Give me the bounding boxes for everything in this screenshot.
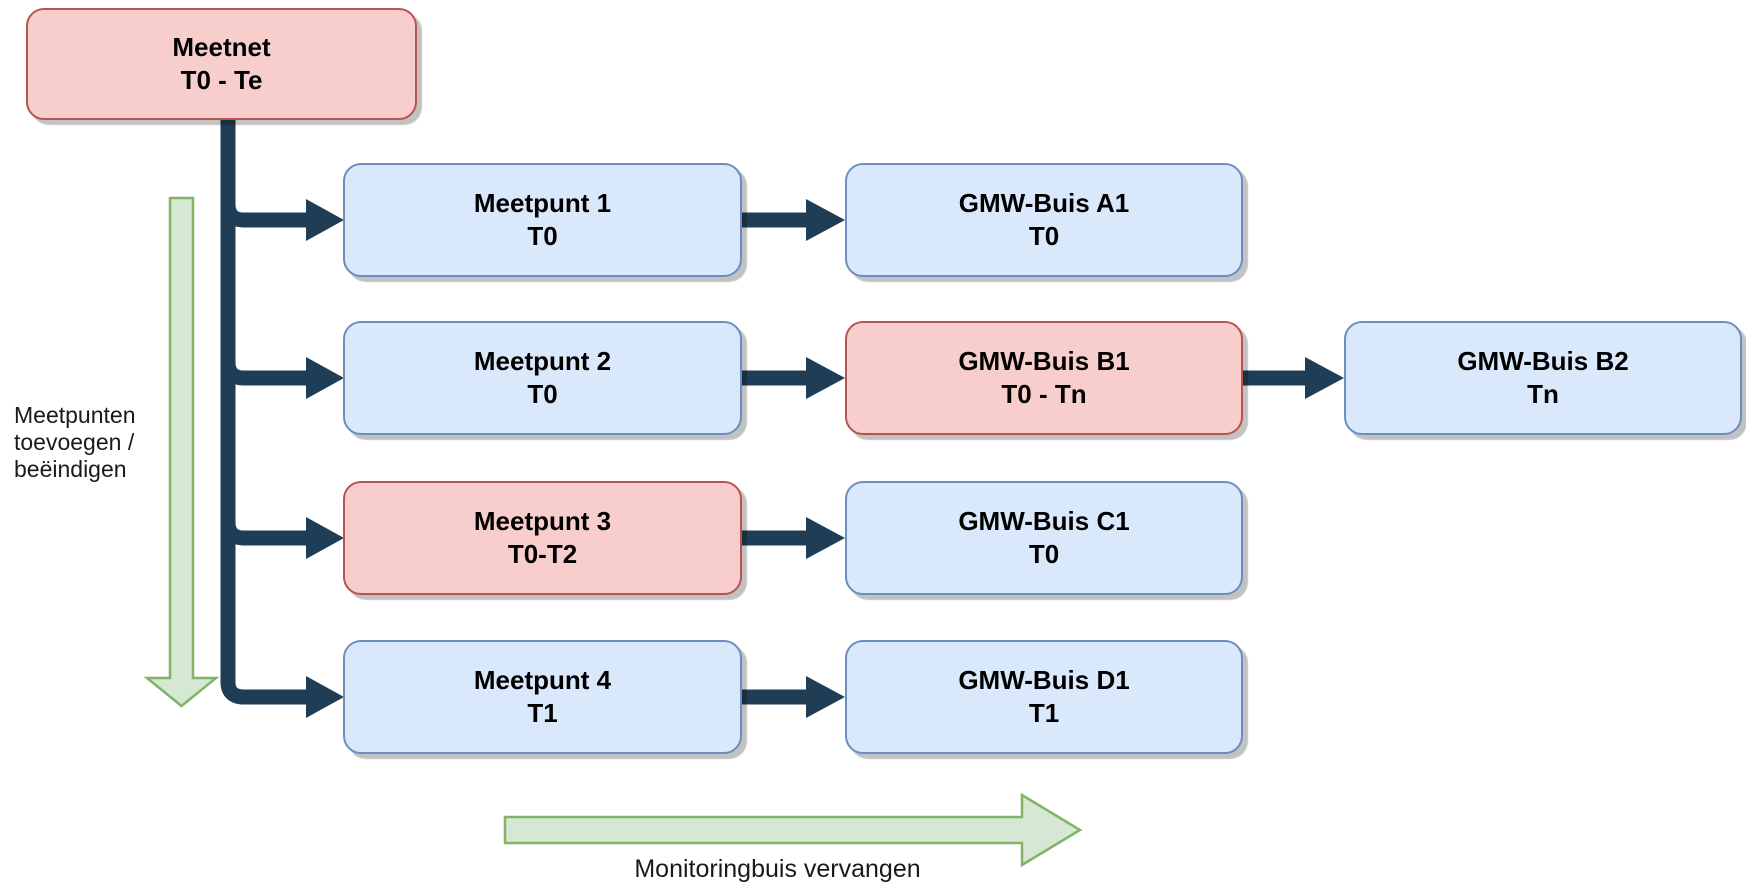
gmw-buis-d1-subtitle: T1 bbox=[1028, 698, 1060, 728]
branch-row3-connector bbox=[220, 521, 308, 546]
gmw-buis-c1-subtitle: T0 bbox=[1028, 539, 1060, 569]
arrowhead-to-meetpunt1 bbox=[306, 199, 344, 241]
gmw-buis-d1-node[interactable]: GMW-Buis D1 T1 bbox=[845, 640, 1243, 754]
meetpunt-2-node[interactable]: Meetpunt 2 T0 bbox=[343, 321, 742, 435]
meetpunt-4-title: Meetpunt 4 bbox=[473, 664, 612, 695]
bottom-annotation: Monitoringbuis vervangen bbox=[634, 855, 921, 882]
branch-row2-connector bbox=[220, 361, 308, 386]
gmw-buis-b1-title: GMW-Buis B1 bbox=[958, 345, 1130, 376]
gmw-buis-d1-title: GMW-Buis D1 bbox=[958, 664, 1130, 695]
gmw-buis-b2-subtitle: Tn bbox=[1527, 379, 1559, 409]
meetnet-subtitle: T0 - Te bbox=[180, 65, 263, 95]
arrowhead-to-meetpunt2 bbox=[306, 357, 344, 399]
gmw-buis-c1-node[interactable]: GMW-Buis C1 T0 bbox=[845, 481, 1243, 595]
row-arrows bbox=[742, 212, 1307, 705]
gmw-buis-a1-title: GMW-Buis A1 bbox=[958, 187, 1130, 218]
meetnet-title: Meetnet bbox=[172, 31, 271, 62]
gmw-buis-b1-subtitle: T0 - Tn bbox=[1001, 379, 1087, 409]
gmw-buis-b2-node[interactable]: GMW-Buis B2 Tn bbox=[1344, 321, 1742, 435]
gmw-buis-a1-subtitle: T0 bbox=[1028, 221, 1060, 251]
arrowhead-to-c1 bbox=[806, 517, 845, 559]
left-annotation-line1: Meetpunten bbox=[14, 402, 136, 428]
arrowhead-to-b1 bbox=[806, 357, 845, 399]
trunk-connector bbox=[220, 118, 308, 705]
meetpunt-1-subtitle: T0 bbox=[527, 221, 558, 251]
meetpunt-4-node[interactable]: Meetpunt 4 T1 bbox=[343, 640, 742, 754]
gmw-buis-b1-node[interactable]: GMW-Buis B1 T0 - Tn bbox=[845, 321, 1243, 435]
arrowhead-to-d1 bbox=[806, 676, 845, 718]
meetnet-tree-connector bbox=[220, 118, 308, 705]
add-remove-direction-arrow bbox=[143, 196, 220, 708]
left-annotation-line2: toevoegen / bbox=[14, 429, 135, 455]
meetpunt-3-subtitle: T0-T2 bbox=[507, 539, 578, 569]
meetpunt-2-title: Meetpunt 2 bbox=[473, 345, 612, 376]
meetpunt-2-subtitle: T0 bbox=[527, 379, 558, 409]
gmw-buis-a1-node[interactable]: GMW-Buis A1 T0 bbox=[845, 163, 1243, 277]
gmw-buis-c1-title: GMW-Buis C1 bbox=[958, 505, 1130, 536]
arrowhead-to-meetpunt3 bbox=[306, 517, 344, 559]
meetnet-node[interactable]: Meetnet T0 - Te bbox=[26, 8, 417, 120]
arrowhead-to-b2 bbox=[1305, 357, 1344, 399]
gmw-buis-b2-title: GMW-Buis B2 bbox=[1457, 345, 1629, 376]
meetpunt-1-title: Meetpunt 1 bbox=[473, 187, 612, 218]
meetpunt-3-node[interactable]: Meetpunt 3 T0-T2 bbox=[343, 481, 742, 595]
meetpunt-3-title: Meetpunt 3 bbox=[473, 505, 612, 536]
branch-arrowheads bbox=[306, 199, 344, 718]
branch-row1-connector bbox=[220, 203, 308, 228]
replace-direction-arrow bbox=[503, 792, 1083, 868]
row-arrowheads bbox=[806, 199, 1344, 718]
meetpunt-1-node[interactable]: Meetpunt 1 T0 bbox=[343, 163, 742, 277]
left-annotation: Meetpunten toevoegen / beëindigen bbox=[14, 402, 174, 483]
arrowhead-to-meetpunt4 bbox=[306, 676, 344, 718]
meetpunt-4-subtitle: T1 bbox=[527, 698, 558, 728]
left-annotation-line3: beëindigen bbox=[14, 456, 127, 482]
arrowhead-to-a1 bbox=[806, 199, 845, 241]
